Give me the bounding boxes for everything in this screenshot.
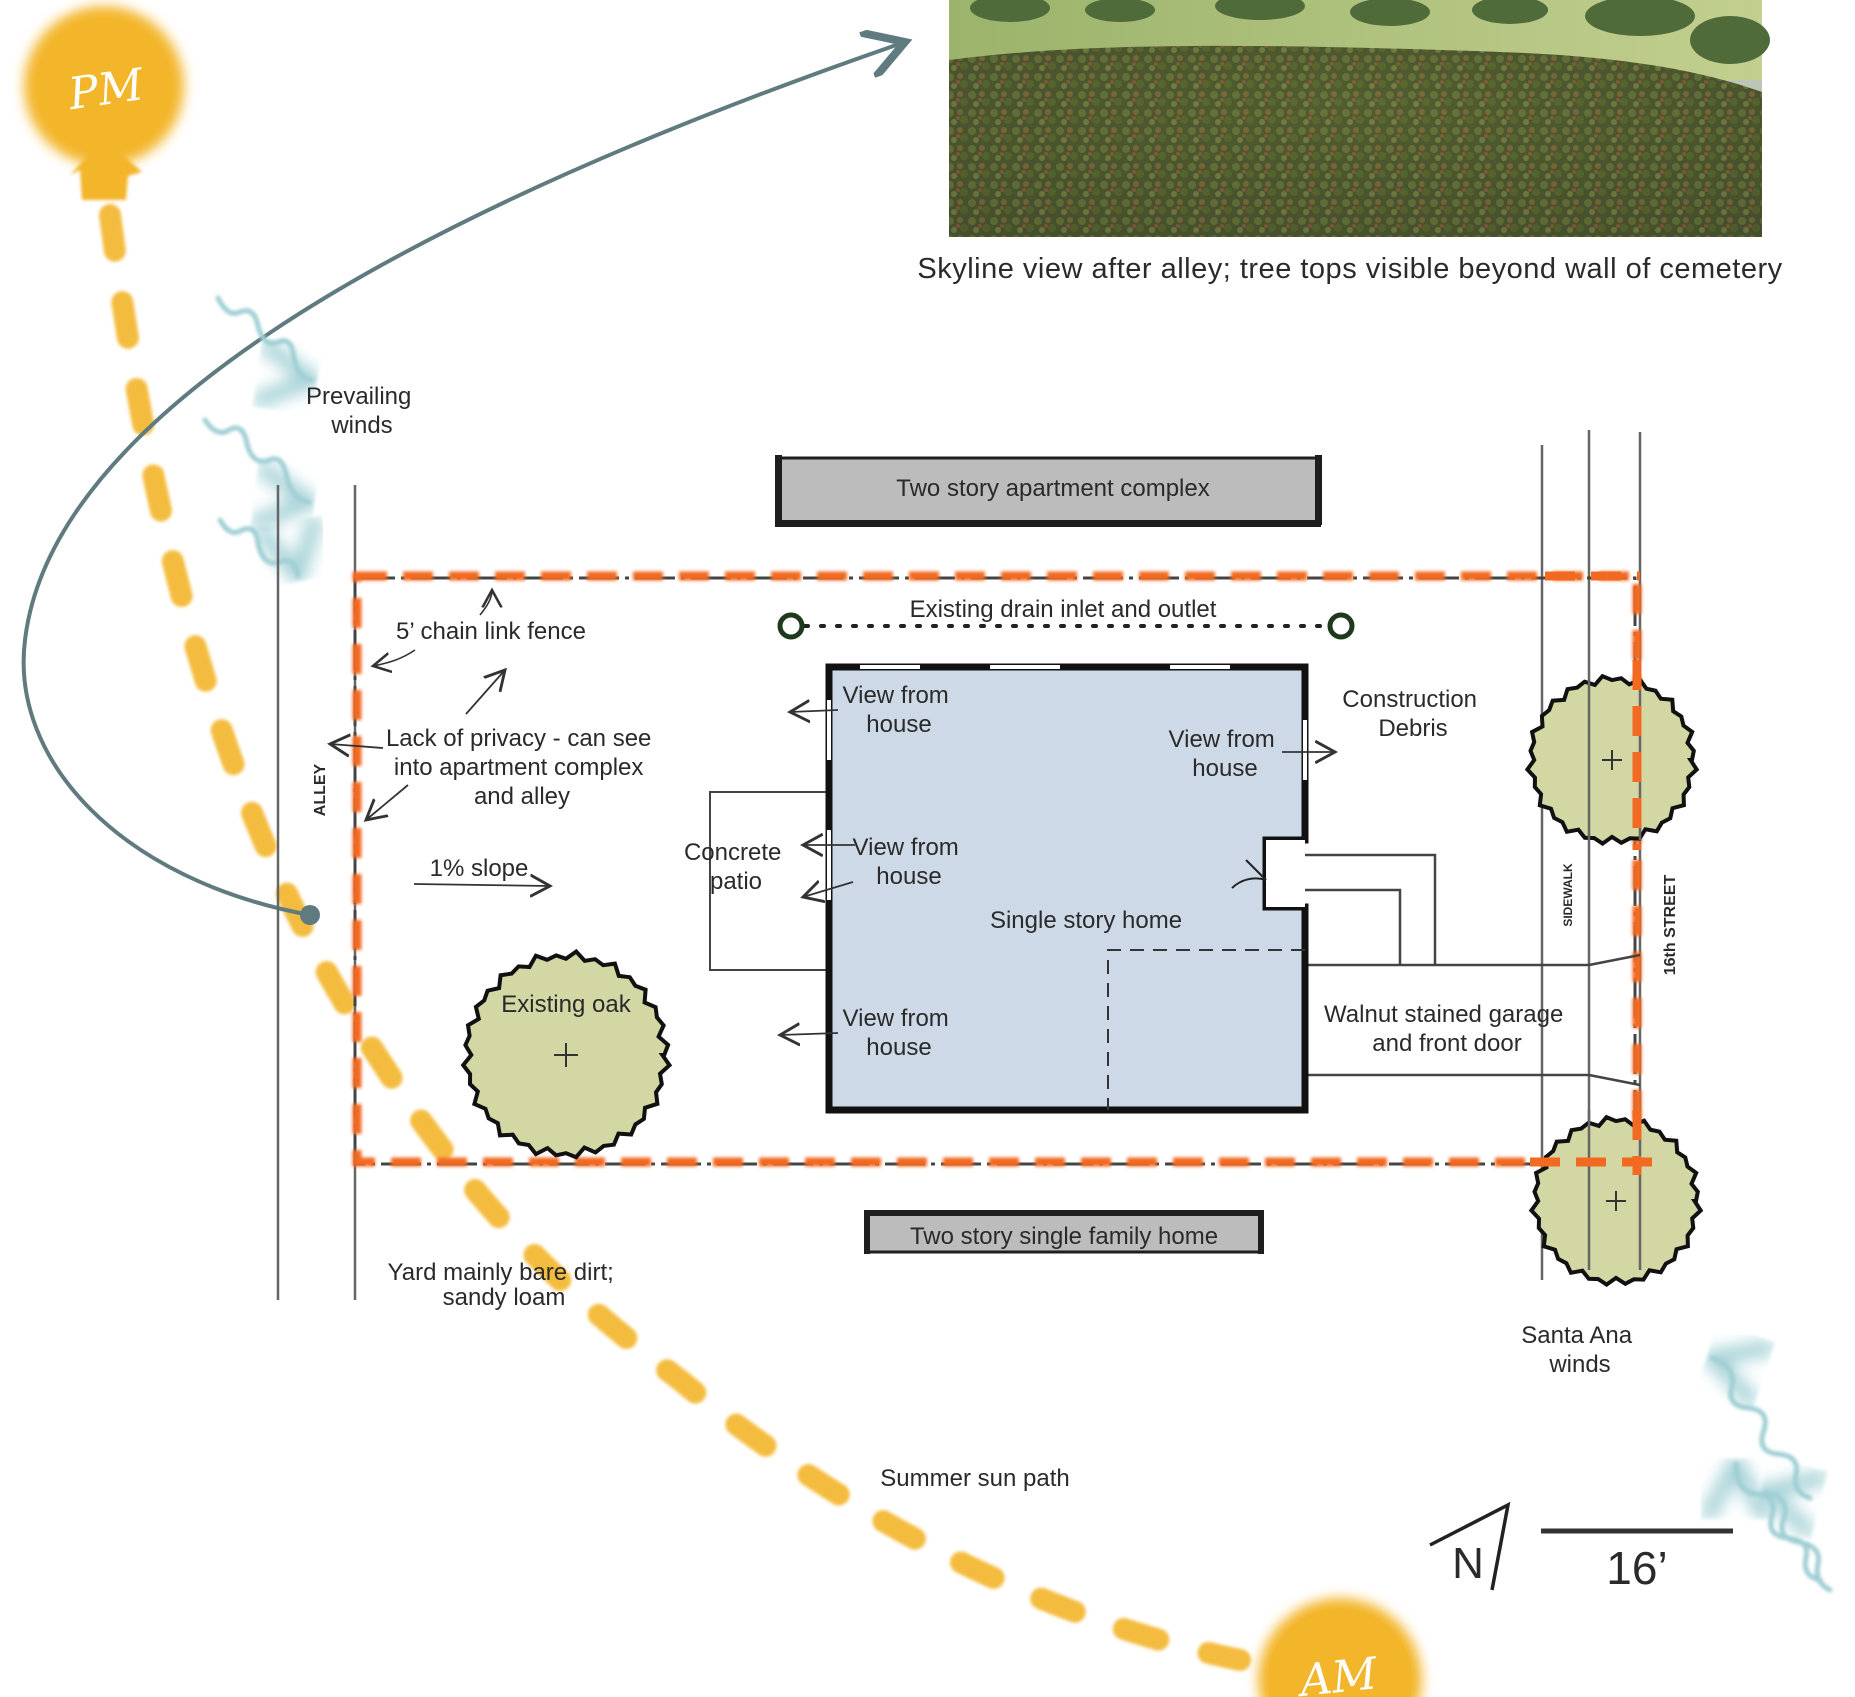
santa-ana-winds-icon: [1712, 1358, 1833, 1593]
view-arrows: [780, 710, 1335, 1035]
patio-label: Concrete patio: [684, 839, 788, 895]
driveway: [1305, 853, 1641, 1087]
drain-inlet-outlet: [777, 612, 1355, 640]
property-line-overlay: [1530, 660, 1665, 1175]
fence-arrows: [373, 590, 492, 666]
alley-label: ALLEY: [312, 763, 329, 816]
sun-path: [99, 204, 1251, 1671]
privacy-arrows: [330, 670, 505, 820]
prevailing-winds-label: Prevailing winds: [306, 383, 418, 439]
street-tree-north: [1524, 673, 1700, 847]
am-label: AM: [1294, 1648, 1381, 1697]
apartment-complex-label: Two story apartment complex: [896, 475, 1209, 502]
slope-arrow: [413, 884, 550, 886]
neighbor-house-label: Two story single family home: [910, 1223, 1218, 1250]
view-label-1: View from house: [843, 682, 956, 738]
debris-label: Construction Debris: [1342, 686, 1483, 742]
north-label: N: [1452, 1539, 1484, 1588]
skyline-view-arrow: [21, 42, 905, 917]
privacy-label: Lack of privacy - can see into apartment…: [386, 725, 658, 810]
property-line: [352, 571, 1642, 1167]
pm-label: PM: [64, 59, 147, 120]
apartment-complex: Two story apartment complex: [775, 455, 1322, 527]
sidewalk-label: SIDEWALK: [1561, 863, 1575, 927]
santa-ana-winds-label: Santa Ana winds: [1521, 1322, 1638, 1378]
fence-label: 5’ chain link fence: [396, 618, 586, 645]
prevailing-winds-icon: [202, 295, 312, 576]
view-label-2: View from house: [1169, 726, 1282, 782]
view-label-3: View from house: [853, 834, 966, 890]
am-sun-icon: AM: [1258, 1598, 1422, 1697]
scale-label: 16’: [1606, 1542, 1667, 1594]
street-tree-south: [1528, 1114, 1704, 1288]
north-arrow-icon: [1429, 1501, 1511, 1591]
house-label: Single story home: [990, 907, 1182, 934]
neighbor-house: Two story single family home: [864, 1210, 1264, 1254]
oak-label: Existing oak: [501, 991, 631, 1018]
view-label-4: View from house: [843, 1005, 956, 1061]
view-origin-dot: [300, 905, 320, 925]
photo-caption: Skyline view after alley; tree tops visi…: [917, 253, 1782, 285]
pm-sun-icon: PM: [24, 6, 184, 200]
cemetery-photo: [949, 0, 1770, 238]
sun-path-label: Summer sun path: [880, 1465, 1069, 1492]
garage-label: Walnut stained garage and front door: [1324, 1001, 1570, 1057]
street-label: 16th STREET: [1662, 875, 1679, 976]
drain-label: Existing drain inlet and outlet: [910, 596, 1217, 623]
existing-oak-tree: Existing oak: [460, 948, 673, 1160]
yard-label: Yard mainly bare dirt; sandy loam: [388, 1259, 621, 1311]
slope-label: 1% slope: [430, 855, 529, 882]
